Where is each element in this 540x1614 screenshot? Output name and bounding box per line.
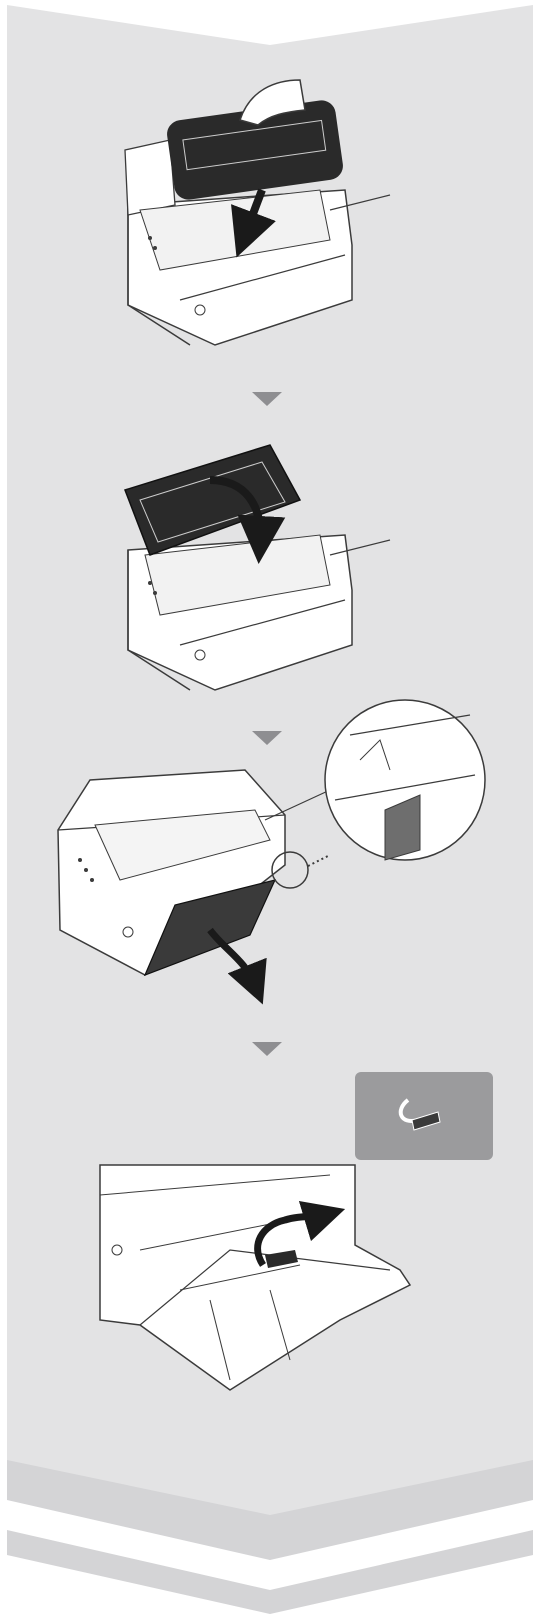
tape-callout xyxy=(355,1072,493,1160)
